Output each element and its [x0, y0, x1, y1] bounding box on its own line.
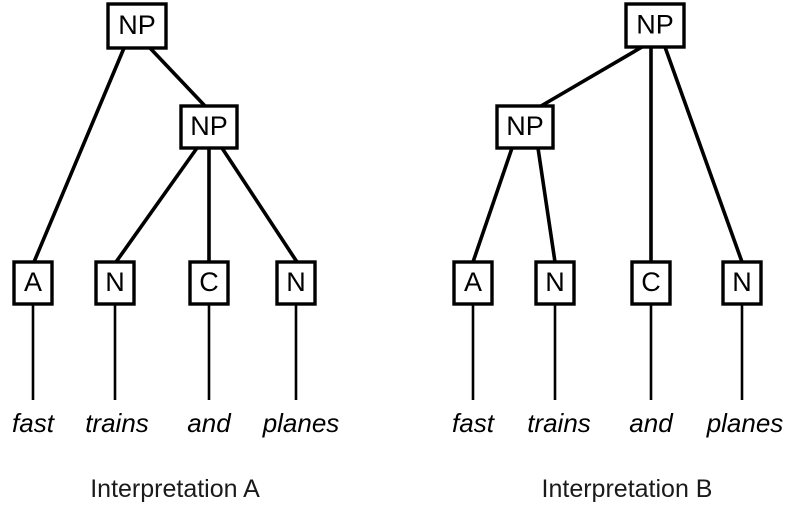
a-pos-n2-label: N: [286, 267, 306, 297]
a-root-np-box: [106, 2, 168, 50]
a-pos-n1-box: [94, 260, 136, 306]
a-pos-c-label: C: [199, 267, 219, 297]
a-br-root-to-np: [148, 46, 207, 108]
b-br-np-to-n1: [536, 147, 557, 263]
node-b-pos-a: A: [452, 260, 494, 306]
caption-interpretation-b: Interpretation B: [542, 475, 713, 503]
b-root-np-box: [624, 2, 686, 49]
node-a-root-np: NP: [106, 2, 168, 50]
b-word-trains: trains: [527, 408, 591, 438]
a-br-root-to-a: [32, 47, 126, 263]
b-pos-n2-box: [721, 260, 763, 306]
a-word-planes: planes: [262, 408, 340, 438]
b-pos-a-label: A: [464, 267, 482, 297]
b-pos-c-box: [630, 260, 672, 306]
b-inner-np-box: [495, 104, 555, 150]
node-b-inner-np: NP: [495, 104, 555, 150]
node-a-pos-n1: N: [94, 260, 136, 306]
b-word-fast: fast: [452, 408, 496, 438]
a-word-fast: fast: [12, 408, 56, 438]
a-pos-a-box: [12, 260, 54, 306]
a-root-np-label: NP: [118, 10, 156, 40]
node-a-inner-np: NP: [179, 104, 239, 150]
node-b-root-np: NP: [624, 2, 686, 49]
node-a-pos-c: C: [188, 260, 230, 306]
node-b-pos-n2: N: [721, 260, 763, 306]
b-pos-c-label: C: [641, 267, 661, 297]
b-root-np-label: NP: [636, 10, 674, 40]
a-pos-n2-box: [275, 260, 317, 306]
b-inner-np-label: NP: [506, 111, 544, 141]
b-word-and: and: [629, 408, 674, 438]
node-b-pos-c: C: [630, 260, 672, 306]
b-br-np-to-a: [471, 147, 514, 263]
a-pos-a-label: A: [24, 267, 42, 297]
b-br-root-to-np: [540, 45, 643, 108]
a-inner-np-label: NP: [190, 111, 228, 141]
b-word-planes: planes: [706, 408, 784, 438]
b-pos-n1-label: N: [545, 267, 565, 297]
a-br-np-to-n2: [220, 147, 299, 263]
a-br-np-to-n1: [114, 146, 199, 264]
b-pos-a-box: [452, 260, 494, 306]
b-br-root-to-n2: [663, 46, 744, 263]
node-a-pos-a: A: [12, 260, 54, 306]
node-a-pos-n2: N: [275, 260, 317, 306]
b-pos-n2-label: N: [732, 267, 752, 297]
a-inner-np-box: [179, 104, 239, 150]
a-pos-c-box: [188, 260, 230, 306]
a-word-and: and: [187, 408, 232, 438]
caption-interpretation-a: Interpretation A: [90, 475, 260, 503]
b-pos-n1-box: [534, 260, 576, 306]
node-b-pos-n1: N: [534, 260, 576, 306]
a-pos-n1-label: N: [105, 267, 125, 297]
a-word-trains: trains: [85, 408, 149, 438]
